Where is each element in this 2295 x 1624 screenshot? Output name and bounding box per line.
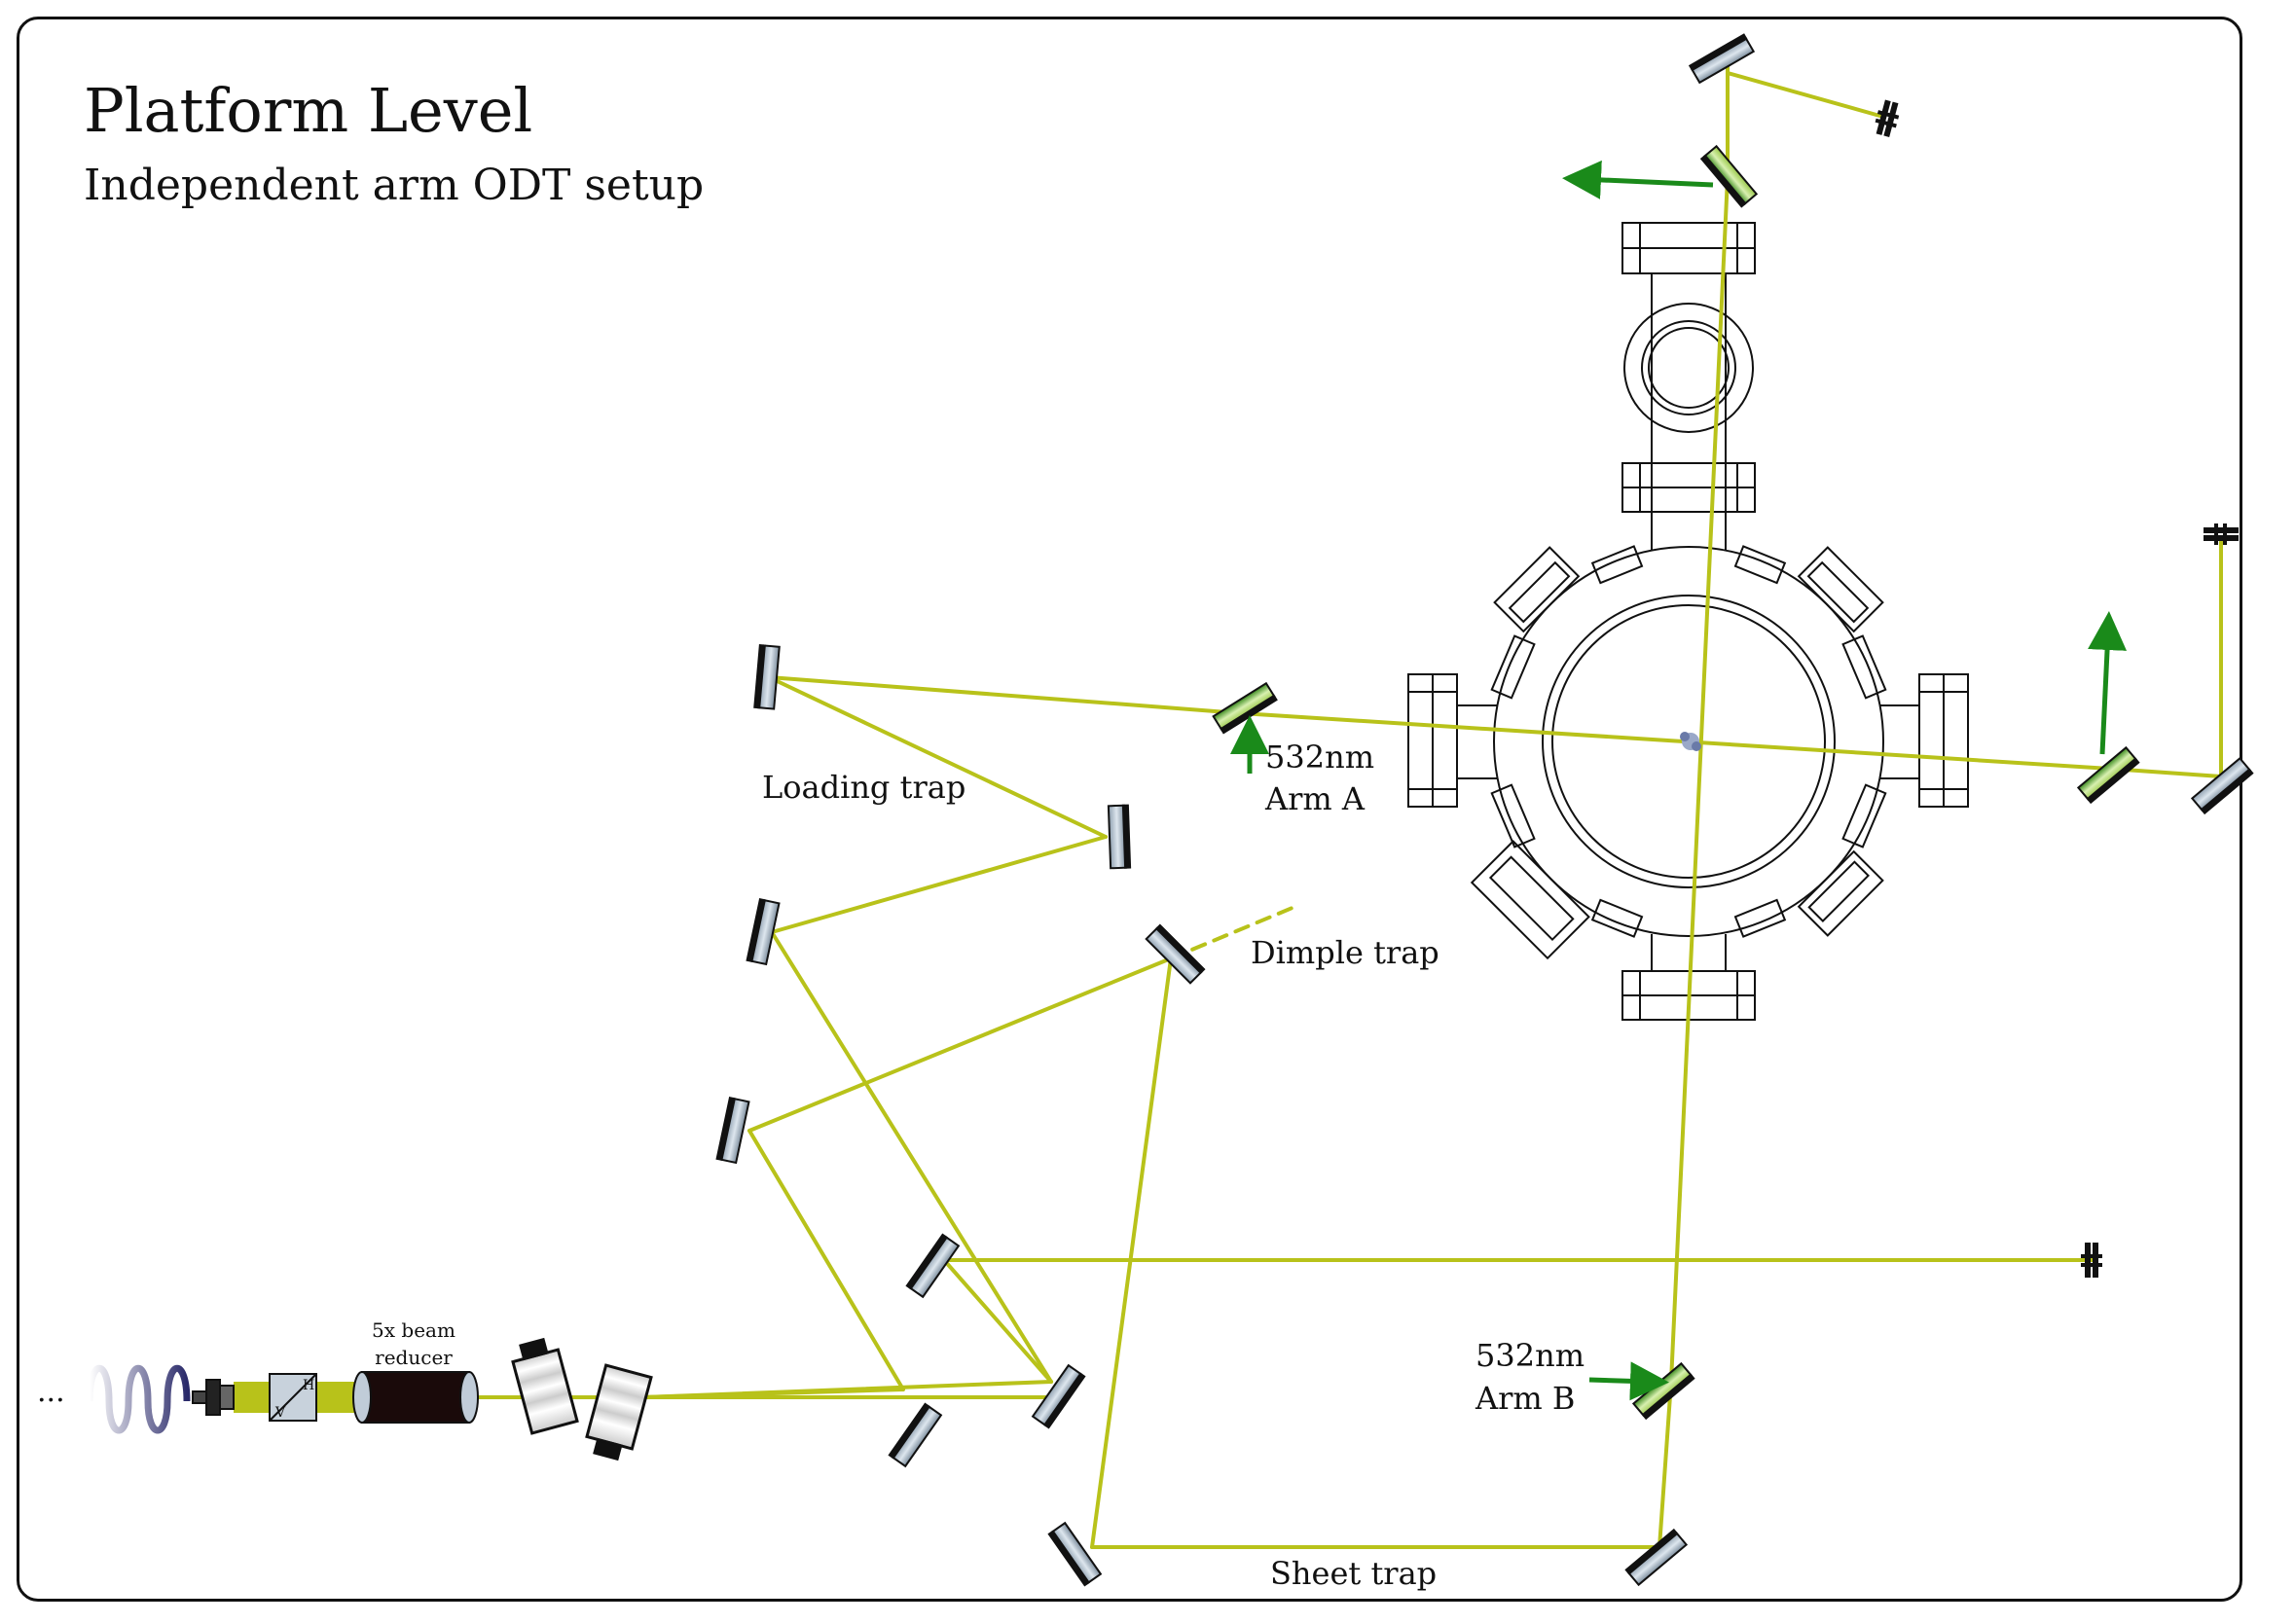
fiber-coil [86, 1365, 191, 1434]
label-arm-b-wavelength: 532nm [1475, 1337, 1585, 1374]
mirror-loading-1 [753, 643, 781, 710]
green-arrows [1230, 160, 2128, 1401]
diagram-frame [17, 17, 2242, 1602]
label-pbs-v: V [274, 1405, 286, 1421]
beam-dumps [1875, 99, 2239, 1278]
dichroic-right [2076, 745, 2140, 805]
aom-2 [585, 1363, 653, 1462]
vacuum-chamber [1407, 222, 1969, 1021]
diagram-title: Platform Level [84, 75, 532, 146]
diagram-subtitle: Independent arm ODT setup [84, 161, 704, 210]
beam-dump-right-top [2204, 523, 2239, 545]
mirror-pickoff-3 [888, 1402, 943, 1468]
label-fiber-ellipsis: ... [37, 1375, 65, 1409]
mirror-top-1 [1688, 33, 1756, 85]
label-loading-trap: Loading trap [762, 769, 965, 806]
label-beam-reducer-1: 5x beam [372, 1318, 455, 1342]
label-sheet-trap: Sheet trap [1270, 1555, 1437, 1592]
mirror-sheet-2 [1624, 1528, 1689, 1587]
mirrors [715, 33, 2254, 1587]
fiber-coupler [192, 1379, 235, 1416]
beam-dump-top [1875, 99, 1900, 137]
aom-1 [511, 1337, 579, 1435]
arrow-right [2088, 611, 2128, 755]
mirror-dimple-1 [715, 1097, 750, 1165]
label-arm-a-name: Arm A [1264, 780, 1366, 817]
mirror-loading-2 [1107, 804, 1132, 870]
label-beam-reducer-2: reducer [375, 1346, 453, 1369]
polarizing-beam-splitter [269, 1373, 317, 1422]
dichroic-arm-b [1631, 1361, 1695, 1421]
mirror-pickoff-1 [905, 1233, 961, 1299]
laser-beams [234, 56, 2223, 1549]
label-arm-b-name: Arm B [1475, 1380, 1575, 1417]
arrow-top [1562, 160, 1714, 199]
label-arm-a-wavelength: 532nm [1265, 739, 1374, 776]
atom-cloud [1680, 732, 1701, 751]
label-dimple-trap: Dimple trap [1251, 934, 1439, 971]
beam-reducer [352, 1371, 479, 1424]
dichroic-arm-a [1212, 681, 1278, 735]
mirror-loading-3 [746, 898, 781, 966]
beam-dump-right [2081, 1243, 2102, 1278]
dichroic-top [1699, 144, 1759, 208]
label-pbs-h: H [303, 1378, 314, 1393]
mirror-dimple-2 [1145, 923, 1206, 985]
mirror-sheet-1 [1047, 1521, 1103, 1587]
dichroic-mirrors [1212, 144, 2140, 1421]
mirror-pickoff-2 [1031, 1363, 1086, 1429]
arrow-arm-b [1588, 1361, 1669, 1401]
mirror-right-1 [2190, 756, 2254, 815]
